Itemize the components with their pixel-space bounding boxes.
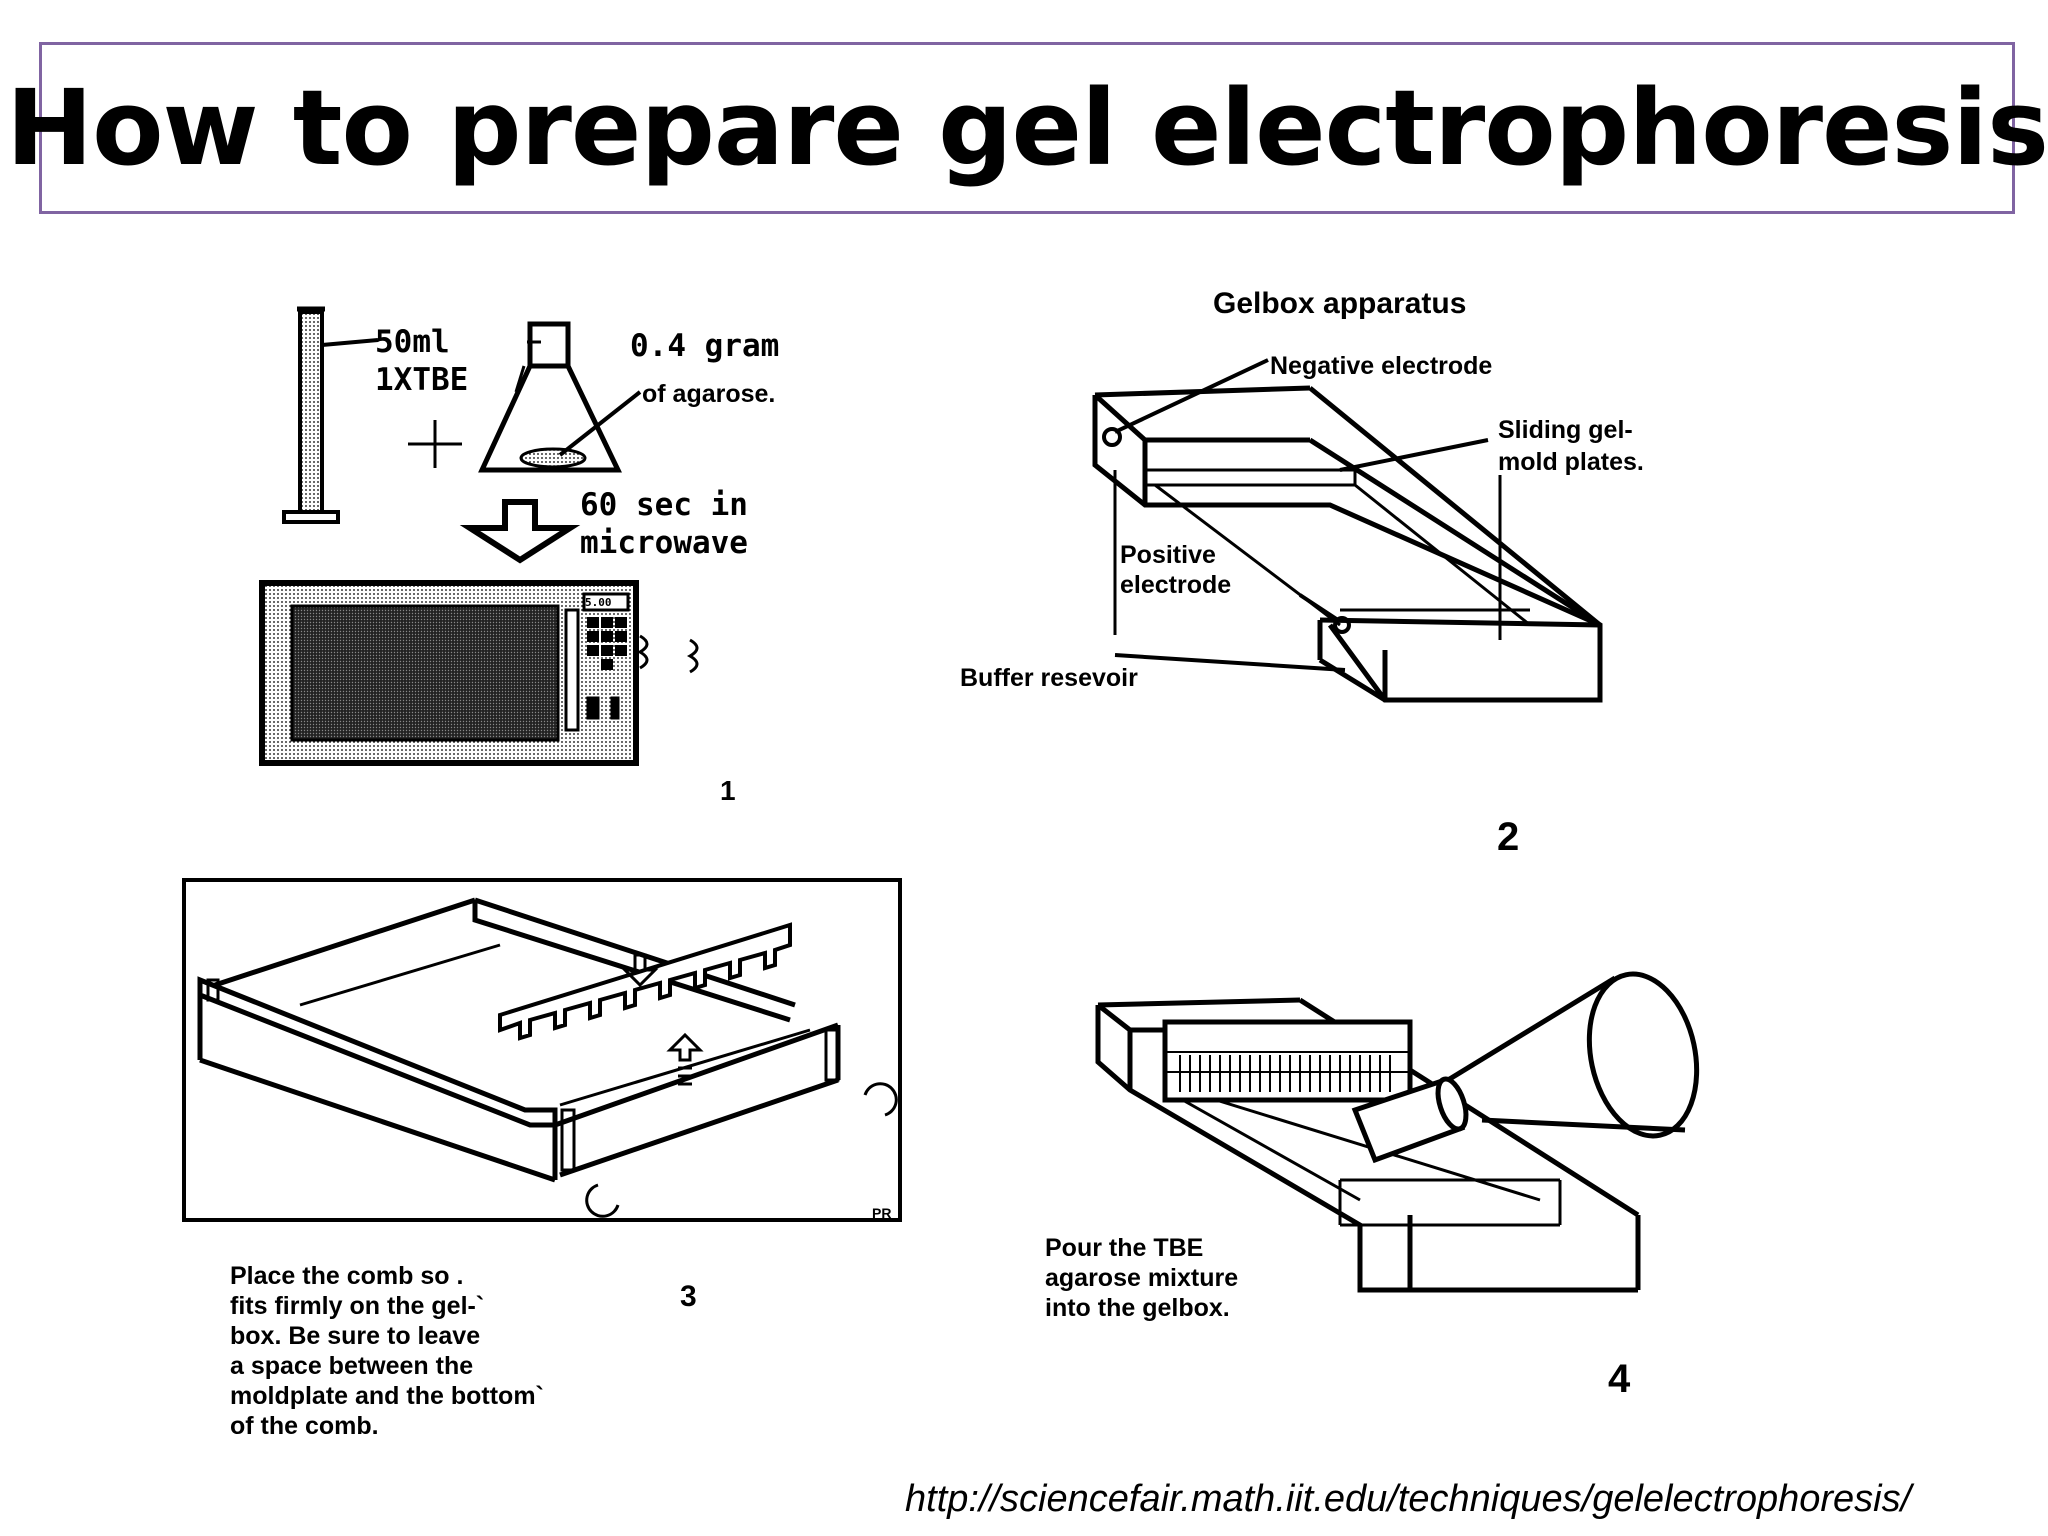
gel-tray-icon [197,897,841,1183]
panel-3-caption: Place the comb so . fits firmly on the g… [230,1262,544,1440]
time-label: 60 sec in [580,487,748,523]
keypad [587,617,627,670]
positive-electrode-icon [1333,616,1351,634]
panel-3-number: 3 [680,1280,697,1313]
negative-electrode-icon [1102,427,1122,447]
buffer-reservoir-label: Buffer resevoir [960,664,1138,692]
panel-4-caption: Pour the TBE agarose mixture into the ge… [1045,1234,1238,1322]
artist-initials: PR [872,1205,891,1221]
gelbox-heading: Gelbox apparatus [1213,287,1466,320]
down-arrow-icon [459,499,581,564]
panel-1-preparation: 5.00 [259,306,699,766]
panel-3-comb [182,878,902,1222]
caption-line: Pour the TBE [1045,1234,1203,1262]
slide-title: How to prepare gel electrophoresis [6,67,2048,189]
flask-icon [478,321,642,473]
agarose-label: of agarose. [642,380,775,408]
panel-2-number: 2 [1497,815,1519,859]
comb-teeth [1165,1051,1410,1092]
sliding-plates-label-1: Sliding gel- [1498,416,1633,444]
gelbox-outline [1092,395,1603,703]
rotate-icons [585,1082,898,1218]
caption-line: a space between the [230,1352,473,1380]
panel-1-number: 1 [720,775,736,806]
microwave-label: microwave [580,525,748,561]
caption-line: Place the comb so . [230,1262,463,1290]
panel-4-number: 4 [1608,1357,1631,1401]
panel-4-pouring [1095,971,1700,1293]
caption-line: agarose mixture [1045,1264,1238,1292]
caption-line: fits firmly on the gel-` [230,1292,484,1320]
arrow-icons [621,953,704,1086]
volume-label: 50ml [375,324,450,360]
microwave-display: 5.00 [585,596,612,609]
mass-label: 0.4 gram [630,328,779,364]
plus-icon [408,420,462,468]
caption-line: box. Be sure to leave [230,1322,480,1350]
negative-electrode-label: Negative electrode [1270,352,1492,380]
microwave-icon [259,580,699,766]
sliding-plates-label-2: mold plates. [1498,448,1644,476]
caption-line: into the gelbox. [1045,1294,1230,1322]
comb-in-gelbox [1162,1019,1413,1103]
positive-electrode-label-2: electrode [1120,571,1231,599]
buffer-label: 1XTBE [375,362,468,398]
caption-line: of the comb. [230,1412,379,1440]
panel-2-gelbox [1092,358,1603,703]
source-url[interactable]: http://sciencefair.math.iit.edu/techniqu… [905,1478,1912,1520]
pouring-flask-icon [1351,971,1700,1164]
title-box: How to prepare gel electrophoresis [6,42,2048,214]
positive-electrode-label-1: Positive [1120,541,1216,569]
panel-3-frame [182,878,902,1222]
caption-line: moldplate and the bottom` [230,1382,544,1410]
graduated-cylinder-icon [282,306,379,524]
